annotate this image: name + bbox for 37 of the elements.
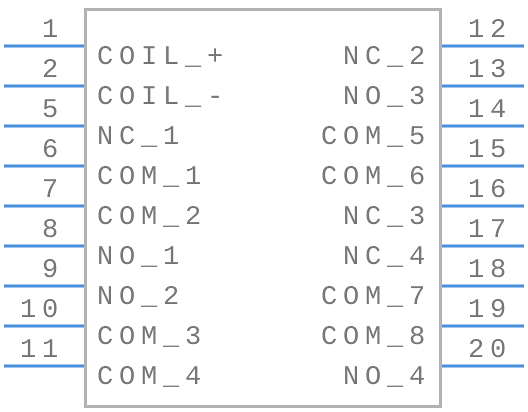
pin-number: 20 [468, 336, 512, 366]
pin-label: NC_2 [342, 43, 431, 73]
pin-number: 14 [468, 96, 512, 126]
pin-label: COM_7 [320, 283, 431, 313]
pin-label: NC_1 [97, 123, 186, 153]
pin-number: 11 [20, 336, 64, 366]
pin-number: 5 [42, 96, 64, 126]
pin-number: 10 [20, 296, 64, 326]
pin-number: 18 [468, 256, 512, 286]
pin-label: NO_4 [342, 363, 431, 393]
pin-label: NO_1 [97, 243, 186, 273]
pin-number: 7 [42, 176, 64, 206]
pin-number: 19 [468, 296, 512, 326]
pin-label: NC_4 [342, 243, 431, 273]
pin-label: COM_5 [320, 123, 431, 153]
pin-number: 13 [468, 56, 512, 86]
pin-number: 8 [42, 216, 64, 246]
pin-label: COM_6 [320, 163, 431, 193]
pin-number: 6 [42, 136, 64, 166]
pin-label: NC_3 [342, 203, 431, 233]
pin-label: COM_3 [97, 323, 208, 353]
pin-number: 2 [42, 56, 64, 86]
pin-label: NO_2 [97, 283, 186, 313]
pin-number: 12 [468, 16, 512, 46]
pin-label: COM_1 [97, 163, 208, 193]
pin-label: COM_4 [97, 363, 208, 393]
ic-body [84, 8, 442, 408]
pin-label: COM_2 [97, 203, 208, 233]
pin-number: 17 [468, 216, 512, 246]
pin-label: COM_8 [320, 323, 431, 353]
pin-number: 16 [468, 176, 512, 206]
pin-number: 15 [468, 136, 512, 166]
pin-label: NO_3 [342, 83, 431, 113]
pin-label: COIL_+ [97, 43, 230, 73]
pin-label: COIL_- [97, 83, 230, 113]
pin-number: 9 [42, 256, 64, 286]
pin-number: 1 [42, 16, 64, 46]
